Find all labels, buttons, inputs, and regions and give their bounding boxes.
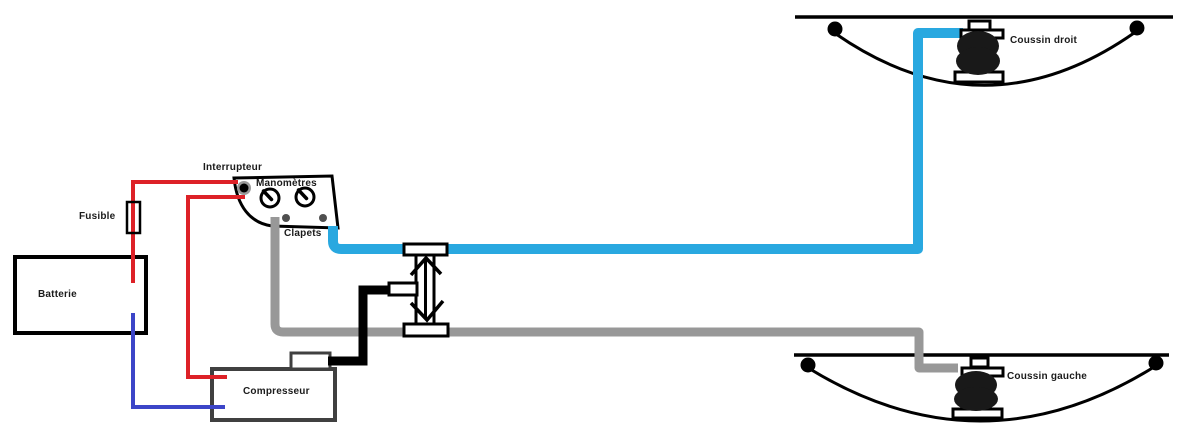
label-clapets: Clapets [284, 228, 322, 239]
label-compresseur: Compresseur [243, 386, 310, 397]
left-suspension-frame [794, 353, 1169, 423]
valve-port-right-dot [319, 214, 327, 222]
left-cushion-bracket [969, 356, 990, 369]
left-leaf-spring [809, 365, 1155, 423]
positive-wire [131, 180, 245, 379]
right-air-cushion [953, 19, 1005, 84]
negative-wire [131, 313, 225, 409]
compressor-symbol [210, 351, 337, 422]
gauge-right-needle [296, 188, 309, 201]
right-spring-bushing-left [827, 21, 843, 37]
air-line-blue-right-cushion [328, 28, 963, 254]
valve-side-port [387, 281, 419, 297]
battery-box [13, 255, 148, 335]
label-coussin-gauche: Coussin gauche [1007, 371, 1088, 382]
left-cushion-bellow-bottom [954, 387, 998, 411]
control-panel [232, 174, 340, 230]
label-batterie: Batterie [38, 289, 77, 300]
right-leaf-spring [835, 31, 1135, 87]
label-interrupteur: Interrupteur [203, 162, 263, 173]
battery-symbol [13, 255, 148, 335]
valve-arrow-up-icon [409, 255, 443, 277]
compressor-box [210, 367, 337, 422]
panel-face [232, 174, 340, 230]
air-line-gray-left-cushion [270, 217, 958, 373]
valve-bottom-flange [402, 322, 450, 338]
valve-arrow-down-icon [409, 299, 445, 323]
compressor-outlet-fitting [289, 351, 332, 371]
right-spring-bushing-right [1129, 20, 1145, 36]
electrical-wiring [125, 180, 245, 409]
label-fusible: Fusible [79, 211, 116, 222]
compressor-feed-pipe [328, 285, 392, 366]
label-coussin-droit: Coussin droit [1010, 35, 1078, 46]
check-valve-fitting [387, 242, 450, 338]
fuse-symbol [125, 200, 142, 235]
left-air-cushion [951, 356, 1005, 420]
valve-port-left-dot [282, 214, 290, 222]
switch-button-icon[interactable] [239, 183, 249, 193]
right-suspension-frame [795, 15, 1173, 87]
label-manometres: Manomètres [256, 178, 317, 189]
valve-top-flange [402, 242, 449, 257]
right-cushion-bellow-bottom [956, 47, 1000, 75]
gauge-left-needle [261, 189, 274, 202]
air-lines [270, 28, 963, 373]
